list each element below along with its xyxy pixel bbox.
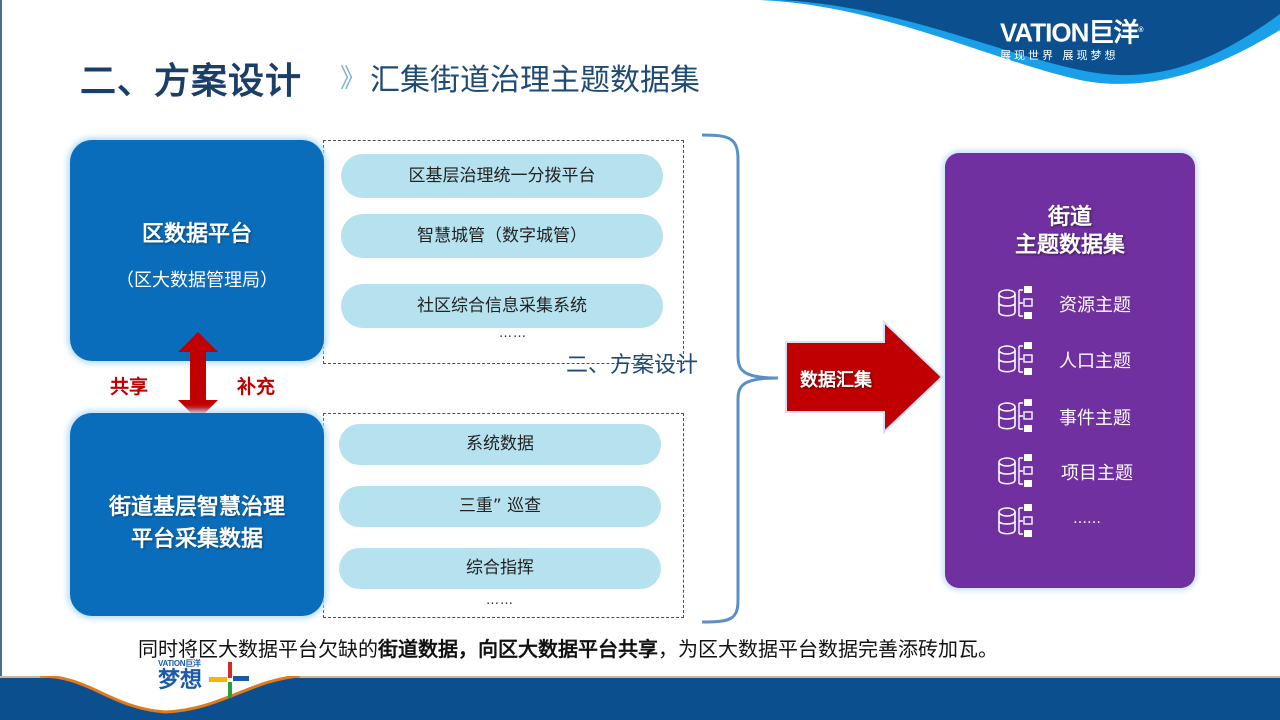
- dream-logo-text: 梦想: [158, 668, 203, 693]
- theme-label: 资源主题: [1059, 295, 1131, 316]
- database-tree-icon: [998, 454, 1033, 487]
- header-wave: [760, 0, 1280, 84]
- stray-section-label: 二、方案设计: [566, 353, 699, 378]
- footer-band: [0, 676, 1280, 720]
- footer-text-part1: 同时将区大数据平台欠缺的: [138, 637, 378, 661]
- theme-label: 项目主题: [1061, 463, 1133, 484]
- database-tree-icon: [998, 342, 1033, 375]
- district-system-item: 社区综合信息采集系统: [341, 284, 663, 328]
- left-border-rule: [0, 0, 2, 686]
- district-system-item: 智慧城管（数字城管）: [341, 214, 663, 258]
- chevron-right-icon: 》: [340, 64, 367, 94]
- theme-label: 人口主题: [1059, 351, 1131, 372]
- double-arrow-icon: [178, 332, 218, 420]
- district-platform-box: 区数据平台 （区大数据管理局）: [70, 140, 324, 361]
- street-item: 系统数据: [339, 424, 661, 465]
- district-more: ……: [499, 326, 527, 341]
- plus-colorful-icon: [209, 662, 249, 698]
- district-system-item: 区基层治理统一分拨平台: [341, 154, 663, 198]
- curly-bracket: [701, 133, 779, 624]
- theme-item-project: 项目主题: [997, 453, 1187, 493]
- logo-slogan: 展现世界 展现梦想: [1000, 48, 1119, 62]
- theme-item-population: 人口主题: [997, 341, 1187, 381]
- theme-label: ……: [1073, 511, 1101, 527]
- dataset-title-line1: 街道: [1047, 205, 1092, 230]
- logo-brand: VATION巨洋: [1000, 17, 1139, 48]
- street-platform-title-line2: 平台采集数据: [130, 527, 263, 552]
- district-platform-subtitle: （区大数据管理局）: [116, 270, 278, 291]
- dream-logo-brand: VATION巨洋: [158, 659, 201, 668]
- street-platform-title-line1: 街道基层智慧治理: [108, 495, 285, 520]
- district-platform-title: 区数据平台: [141, 222, 252, 247]
- street-theme-dataset-box: 街道 主题数据集 资源主题 人口主题 事件主题: [945, 153, 1195, 588]
- theme-item-event: 事件主题: [997, 398, 1187, 438]
- share-label: 共享: [110, 376, 149, 398]
- dream-plus-logo: VATION巨洋 梦想: [158, 660, 202, 694]
- footer-text-part2: ，为区大数据平台数据完善添砖加瓦。: [658, 637, 998, 661]
- page-subtitle: 汇集街道治理主题数据集: [370, 63, 700, 98]
- registered-mark: ®: [1138, 27, 1143, 34]
- theme-item-more: ……: [997, 503, 1187, 543]
- theme-label: 事件主题: [1059, 408, 1131, 429]
- street-item: 三重” 巡查: [339, 486, 661, 527]
- data-aggregation-arrow: [785, 320, 944, 434]
- database-tree-icon: [998, 504, 1033, 537]
- street-platform-box: 街道基层智慧治理 平台采集数据: [70, 413, 324, 616]
- page-title: 二、方案设计: [80, 61, 303, 102]
- dataset-title-line2: 主题数据集: [1014, 233, 1125, 258]
- footer-statement: 同时将区大数据平台欠缺的街道数据，向区大数据平台共享，为区大数据平台数据完善添砖…: [138, 633, 998, 662]
- vation-logo: VATION巨洋® 展现世界 展现梦想: [1000, 17, 1144, 63]
- theme-item-resource: 资源主题: [997, 285, 1187, 325]
- street-item: 综合指挥: [339, 548, 661, 589]
- street-more: ……: [486, 593, 514, 608]
- data-aggregation-label: 数据汇集: [800, 370, 872, 391]
- footer-text-bold: 街道数据，向区大数据平台共享: [378, 637, 658, 661]
- supplement-label: 补充: [237, 376, 276, 398]
- database-tree-icon: [998, 399, 1033, 432]
- database-tree-icon: [998, 286, 1033, 319]
